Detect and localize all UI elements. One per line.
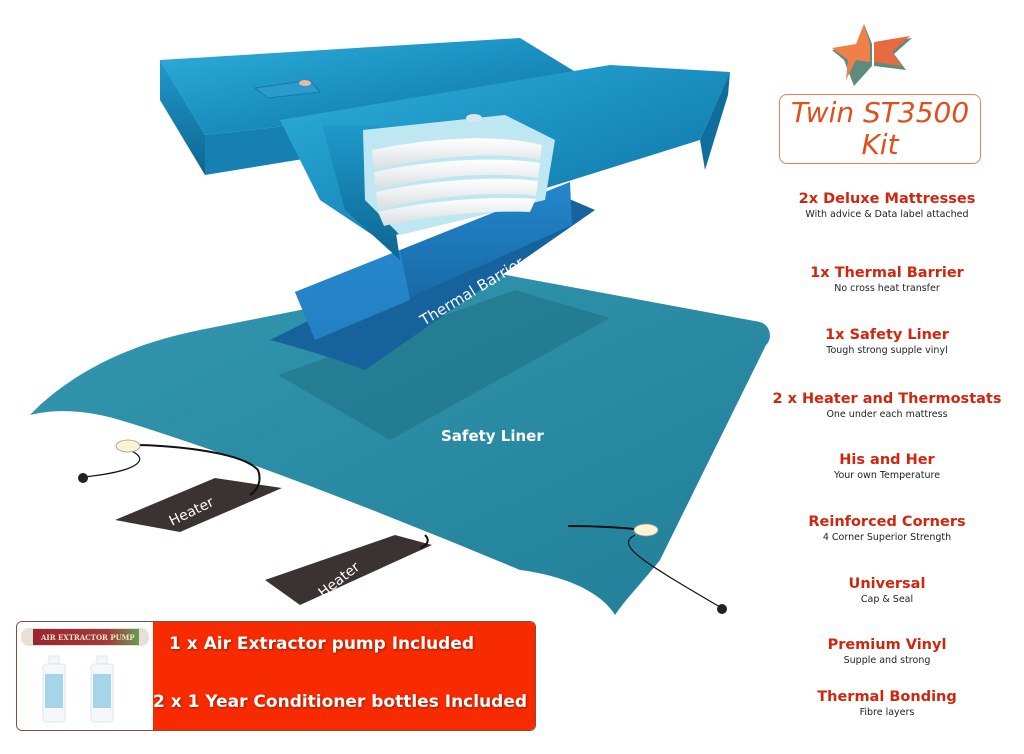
conditioner-bottle-icon <box>90 655 114 723</box>
feature-title: 1x Safety Liner <box>825 327 949 343</box>
plug-icon <box>78 473 727 614</box>
heater-right: Heater <box>265 535 432 605</box>
air-extractor-pump-icon <box>33 629 139 645</box>
feature-item: Universal Cap & Seal <box>756 575 1018 606</box>
feature-title: Thermal Bonding <box>817 689 957 705</box>
feature-title: 1x Thermal Barrier <box>810 265 964 281</box>
mattress-right <box>280 65 730 260</box>
feature-subtitle: Cap & Seal <box>860 594 914 605</box>
feature-item: 2 x Heater and Thermostats One under eac… <box>756 390 1018 421</box>
feature-title: Premium Vinyl <box>827 637 947 653</box>
brand-logo-icon <box>832 24 912 86</box>
feature-subtitle: With advice & Data label attached <box>805 209 969 220</box>
kit-title-line2: Kit <box>861 128 899 161</box>
thermostat-left <box>115 439 141 453</box>
feature-item: 1x Safety Liner Tough strong supple viny… <box>756 326 1018 357</box>
safety-liner: Safety Liner <box>30 272 770 615</box>
feature-subtitle: Your own Temperature <box>833 470 941 481</box>
waterbed-exploded-diagram: Safety Liner Thermal Barrier Heater <box>30 38 770 615</box>
fibre-layers <box>372 138 542 226</box>
feature-subtitle: Supple and strong <box>843 655 931 666</box>
feature-title: Universal <box>848 576 926 592</box>
feature-item: Premium Vinyl Supple and strong <box>756 636 1018 667</box>
feature-item: 2x Deluxe Mattresses With advice & Data … <box>756 190 1018 221</box>
feature-item: Thermal Bonding Fibre layers <box>756 688 1018 719</box>
included-items-panel: 1 x Air Extractor pump Included 2 x 1 Ye… <box>153 622 535 730</box>
kit-title-box: Twin ST3500 Kit <box>779 94 981 164</box>
feature-subtitle: Tough strong supple vinyl <box>826 345 948 356</box>
conditioner-bottle-icon <box>42 655 66 723</box>
feature-item: His and Her Your own Temperature <box>756 451 1018 482</box>
feature-subtitle: No cross heat transfer <box>834 283 940 294</box>
safety-liner-label: Safety Liner <box>441 427 544 445</box>
feature-title: His and Her <box>839 452 935 468</box>
conditioner-included-text: 2 x 1 Year Conditioner bottles Included <box>153 692 528 712</box>
svg-text:AIR EXTRACTOR PUMP: AIR EXTRACTOR PUMP <box>40 633 135 642</box>
feature-subtitle: Fibre layers <box>859 707 915 718</box>
included-accessories-banner: AIR EXTRACTOR PUMP 1 x Air Extractor pum… <box>16 621 536 731</box>
kit-title-line1: Twin ST3500 <box>790 96 970 129</box>
feature-title: 2 x Heater and Thermostats <box>772 391 1002 407</box>
feature-item: 1x Thermal Barrier No cross heat transfe… <box>756 264 1018 295</box>
feature-subtitle: 4 Corner Superior Strength <box>822 532 952 543</box>
accessories-image: AIR EXTRACTOR PUMP <box>17 622 153 730</box>
feature-title: 2x Deluxe Mattresses <box>798 191 976 207</box>
feature-item: Reinforced Corners 4 Corner Superior Str… <box>756 513 1018 544</box>
feature-subtitle: One under each mattress <box>826 409 948 420</box>
air-pump-included-text: 1 x Air Extractor pump Included <box>169 634 475 654</box>
feature-title: Reinforced Corners <box>808 514 966 530</box>
thermostat-right <box>633 523 659 537</box>
